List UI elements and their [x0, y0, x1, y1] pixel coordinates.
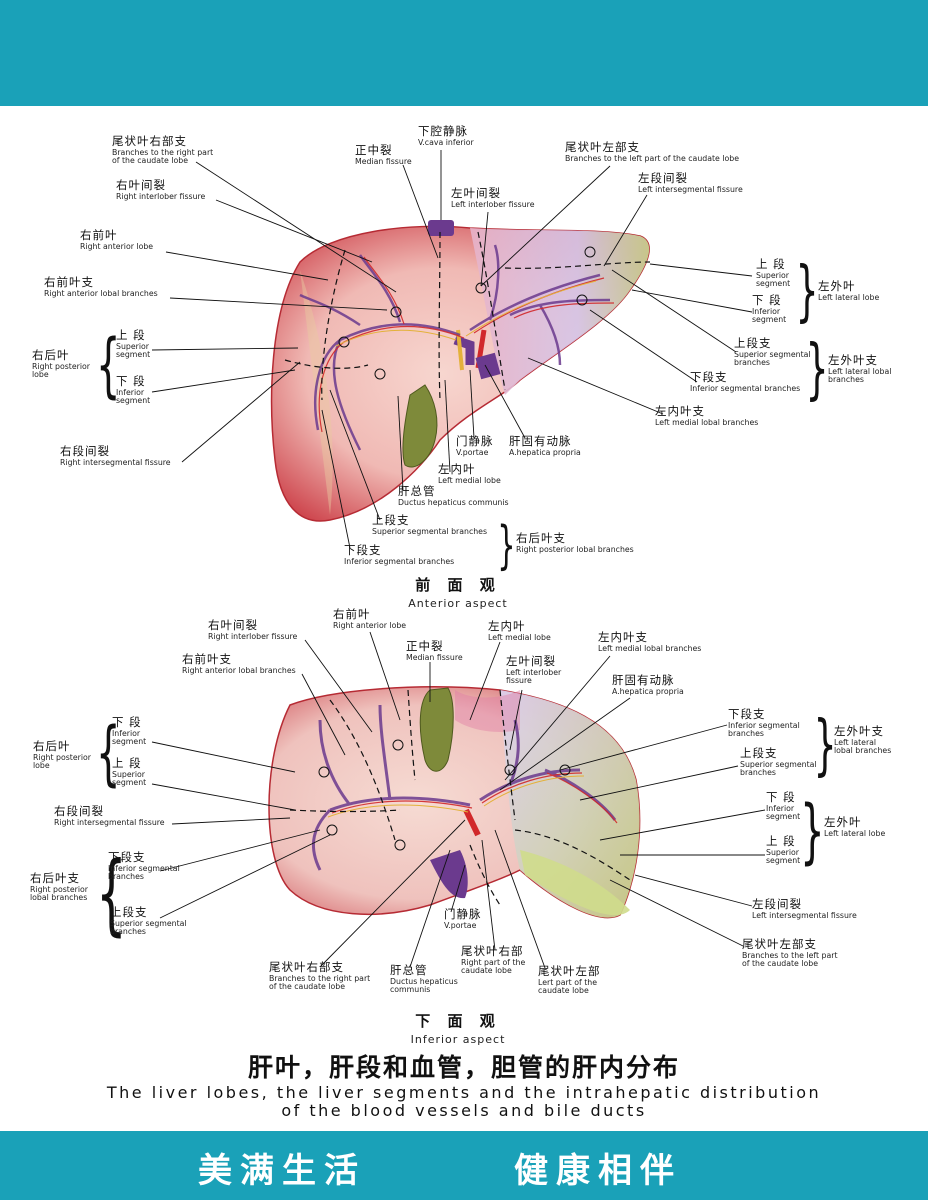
main-title-chinese: 肝叶，肝段和血管，胆管的肝内分布 — [247, 1053, 680, 1082]
inferior-leader-lines — [151, 631, 766, 969]
main-title-english-line2: of the blood vessels and bile ducts — [281, 1101, 647, 1121]
anterior-liver — [270, 220, 651, 522]
anterior-brace-right-posterior: { — [96, 324, 121, 406]
inferior-brace-left-lateral: { — [800, 790, 825, 872]
anterior-brace-left-lateral: { — [795, 252, 819, 329]
inferior-brace-right-posterior-lobal: { — [96, 842, 127, 945]
inferior-brace-right-posterior: { — [96, 712, 121, 794]
top-banner — [0, 0, 928, 106]
anterior-brace-left-lateral-lobal: { — [805, 330, 829, 407]
main-title-english: The liver lobes, the liver segments and … — [0, 1083, 928, 1121]
inferior-liver — [268, 686, 641, 919]
bottom-banner — [0, 1131, 928, 1200]
anterior-brace-right-posterior-lobal: { — [497, 516, 516, 576]
slogan-left: 美满生活 — [198, 1151, 366, 1191]
slogan-right: 健康相伴 — [514, 1151, 682, 1191]
main-title-english-line1: The liver lobes, the liver segments and … — [106, 1083, 822, 1102]
segment-markers — [318, 246, 596, 851]
anterior-leader-lines — [151, 150, 753, 549]
